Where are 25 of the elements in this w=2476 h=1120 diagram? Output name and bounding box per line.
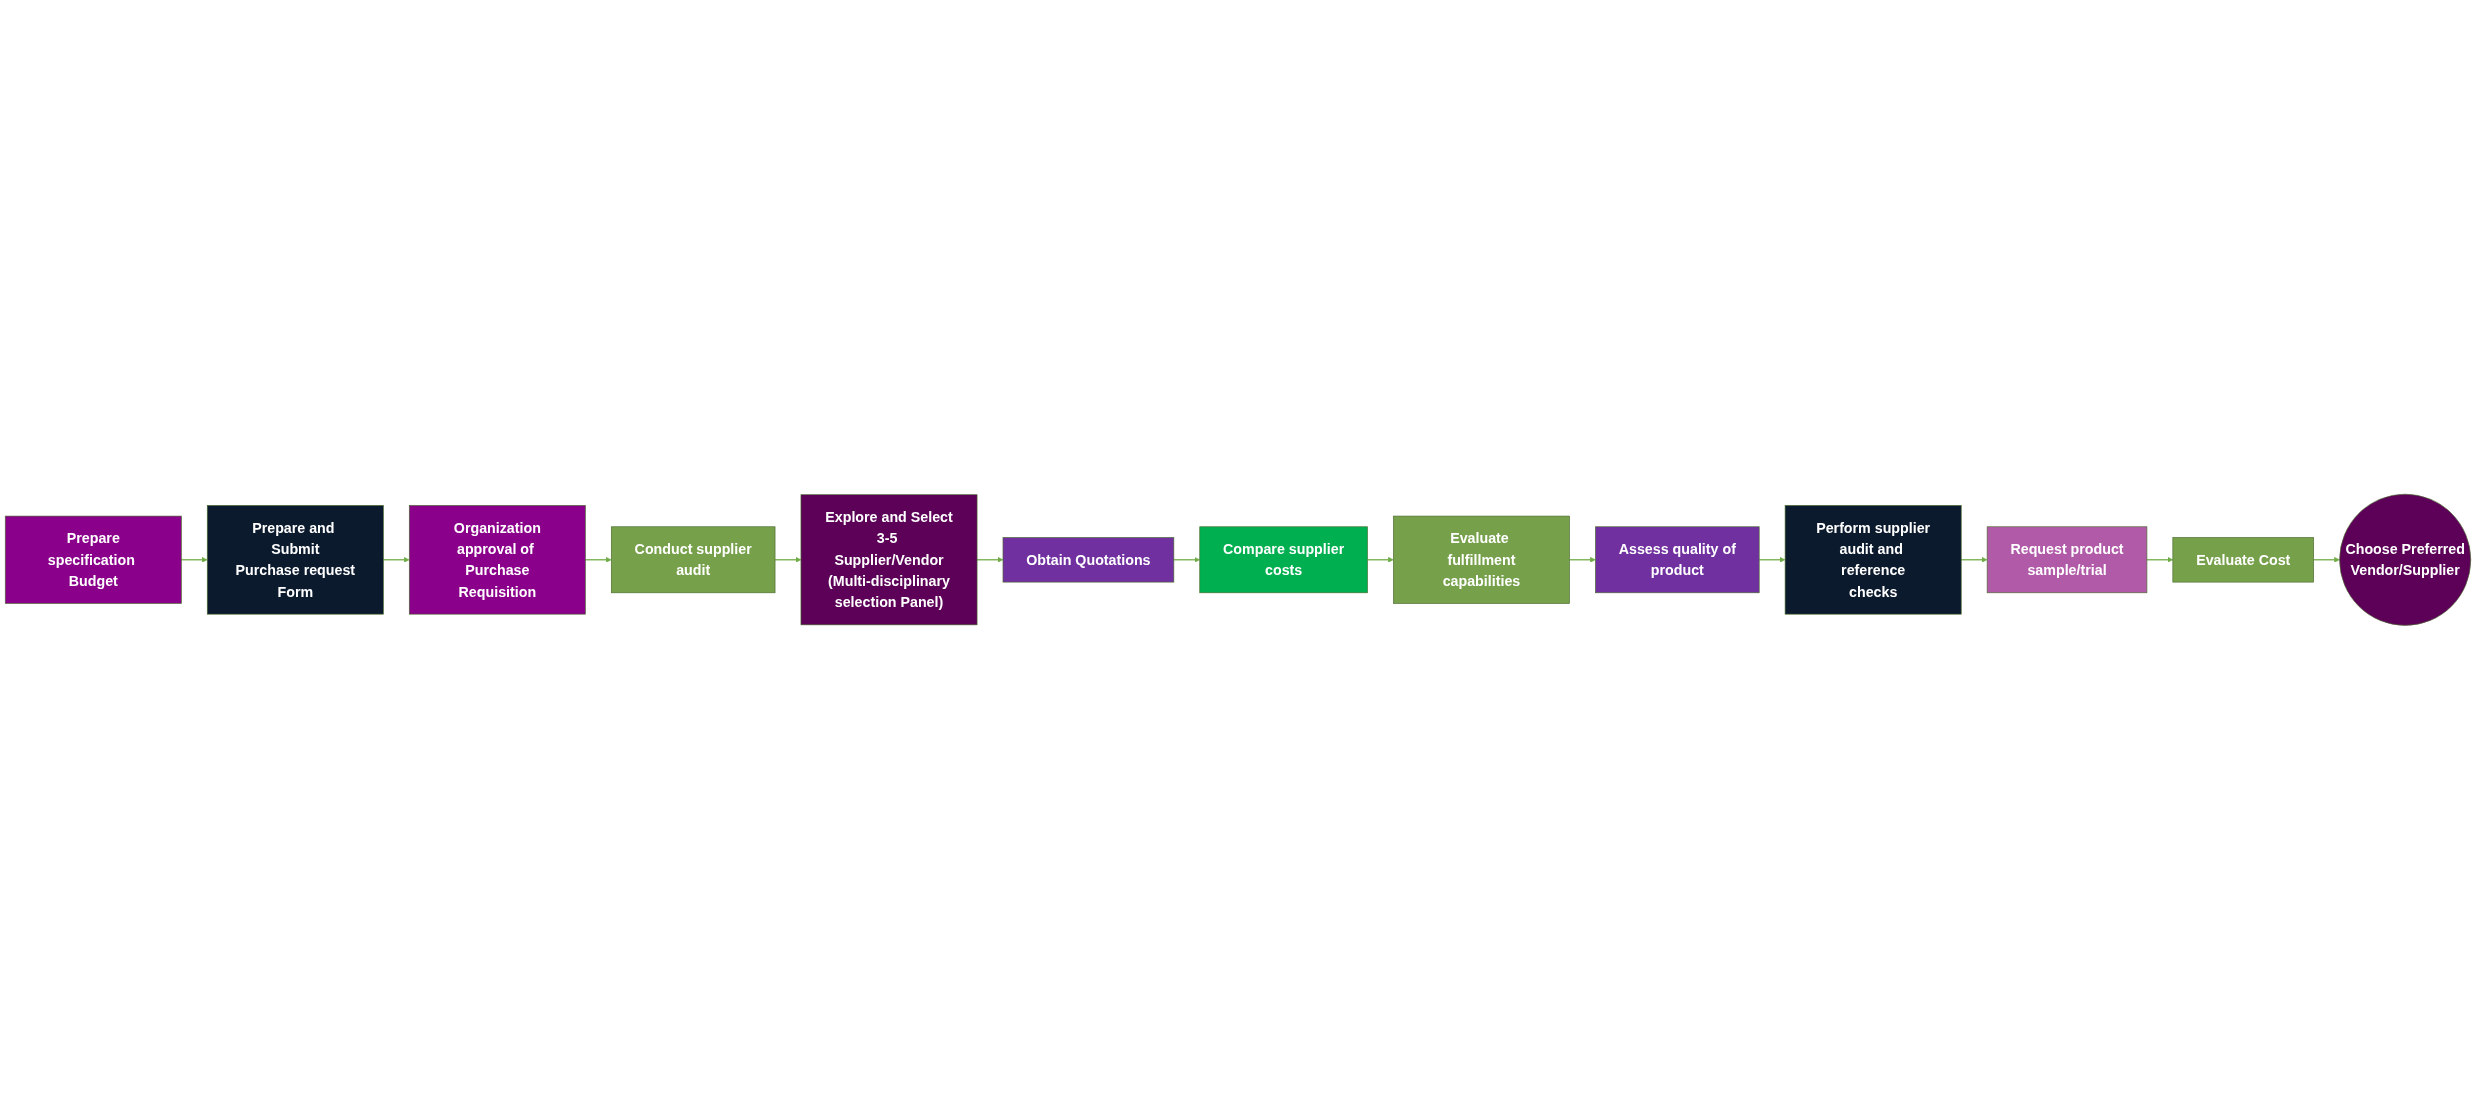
node-box: Compare supplier costs <box>1199 526 1368 594</box>
arrow <box>1960 557 1988 563</box>
arrow <box>180 557 208 563</box>
arrow <box>584 557 612 563</box>
node-box: Evaluate fulfillment capabilities <box>1393 515 1570 605</box>
arrow <box>2146 557 2174 563</box>
arrow <box>1568 557 1596 563</box>
arrow <box>774 557 802 563</box>
arrow <box>1758 557 1786 563</box>
arrow <box>2313 557 2340 563</box>
arrow <box>976 557 1004 563</box>
node-box: Request product sample/trial <box>1986 526 2148 594</box>
arrow <box>1366 557 1394 563</box>
node-box: Prepare specification Budget <box>4 515 182 605</box>
node-box: Assess quality of product <box>1595 526 1760 594</box>
arrow <box>1173 557 1200 563</box>
node-box: Explore and Select 3-5 Supplier/Vendor (Multi-disciplinary selection Panel) <box>800 494 978 626</box>
node-circle: Choose Preferred Vendor/Supplier <box>2339 494 2472 626</box>
arrow <box>382 557 410 563</box>
node-box: Evaluate Cost <box>2172 537 2314 583</box>
node-box: Obtain Quotations <box>1002 537 1175 583</box>
node-box: Organization approval of Purchase Requisition <box>408 505 586 615</box>
node-box: Perform supplier audit and reference checks <box>1784 505 1962 615</box>
node-box: Conduct supplier audit <box>610 526 776 594</box>
node-box: Prepare and Submit Purchase request Form <box>206 505 384 615</box>
